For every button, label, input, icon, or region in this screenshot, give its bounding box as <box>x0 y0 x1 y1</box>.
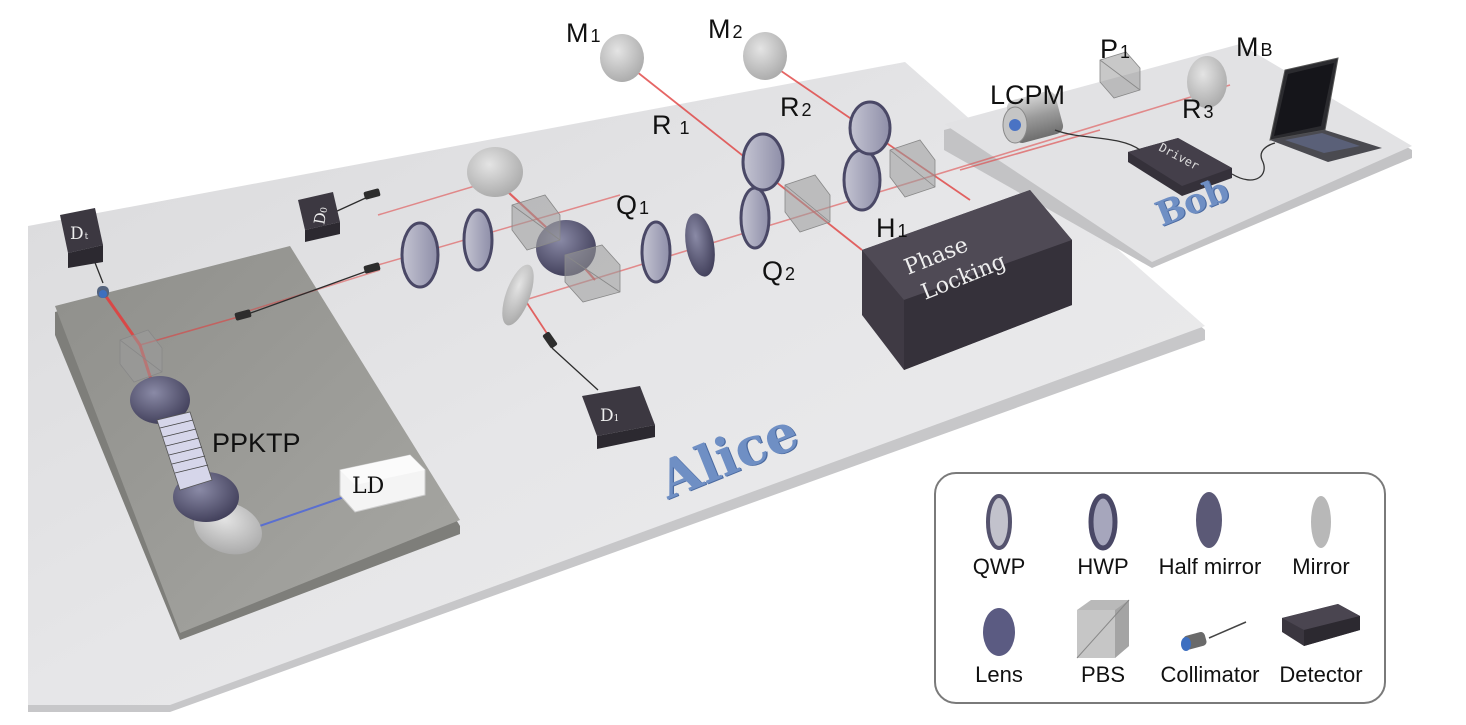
collimator-icon <box>363 262 381 274</box>
pbs-p1 <box>1099 51 1141 99</box>
detector-icon <box>1282 604 1360 646</box>
pbs-2 <box>564 244 621 303</box>
pbs-1 <box>511 194 561 251</box>
lcpm <box>1002 91 1064 144</box>
cables <box>1054 129 1276 181</box>
collimators <box>97 188 558 349</box>
laser-diode: LD <box>339 454 426 513</box>
label-lcpm: LCPM <box>990 80 1066 110</box>
collimator-icon <box>97 286 109 298</box>
half-mirror-icon <box>1196 492 1222 548</box>
pbs-4 <box>889 139 936 198</box>
label-ppktp: PPKTP <box>212 428 301 458</box>
detector-d1: D1 <box>582 386 655 449</box>
pbs-3 <box>784 174 831 233</box>
mirror-mb <box>1187 56 1227 108</box>
waveplates <box>400 100 892 289</box>
collimator-icon <box>234 309 252 321</box>
mirror-top <box>467 147 523 197</box>
mirror-m1 <box>600 34 644 82</box>
ld-label: LD <box>352 474 384 499</box>
mirror-icon <box>1311 496 1331 548</box>
ppktp-crystal <box>156 411 213 491</box>
detector-d0: D0 <box>298 192 340 242</box>
phase-locking-box: Phase Locking <box>862 190 1072 370</box>
laptop <box>1269 57 1382 162</box>
collimator-icon <box>363 188 381 200</box>
pbs-icon <box>1076 599 1130 659</box>
collimator-icon <box>542 331 558 349</box>
collimator-icon <box>1181 621 1247 651</box>
lens-icon <box>983 608 1015 656</box>
pbs-cubes <box>119 51 1141 383</box>
legend: QWP HWP Half mirror Mirror Lens PBS Coll… <box>934 472 1386 704</box>
driver-box: Driver <box>1128 138 1232 196</box>
mirror-lower <box>502 264 534 326</box>
qwp-icon <box>986 494 1012 550</box>
detector-dt: Dt <box>60 208 103 268</box>
mirrors <box>194 32 1227 555</box>
pbs-source <box>119 329 163 383</box>
mirror-m2 <box>743 32 787 80</box>
hwp-icon <box>1088 493 1118 551</box>
fibers <box>91 195 599 391</box>
